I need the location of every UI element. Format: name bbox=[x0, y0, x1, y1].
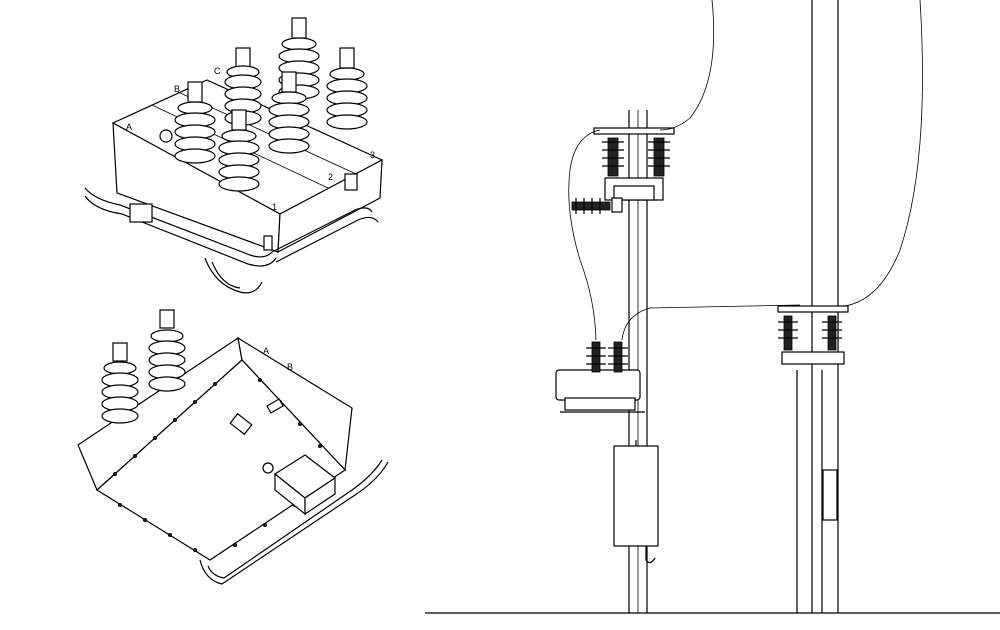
bushing-group-lower bbox=[101, 309, 186, 424]
phase-letter-b: B bbox=[174, 84, 180, 94]
phase-number-1: 1 bbox=[272, 202, 277, 212]
bushing-group bbox=[174, 17, 368, 192]
recloser-top-view: A B C 1 2 3 bbox=[84, 17, 384, 294]
panel-letter-b: B bbox=[287, 362, 293, 372]
control-cabinet bbox=[613, 440, 659, 564]
pole-mounting-elevation bbox=[425, 0, 1000, 614]
phase-number-2: 2 bbox=[328, 172, 333, 182]
phase-letter-a: A bbox=[126, 122, 132, 132]
upper-insulator-assembly bbox=[571, 127, 675, 214]
conductor-wires bbox=[568, 0, 923, 341]
phase-letter-c: C bbox=[214, 66, 221, 76]
phase-number-3: 3 bbox=[370, 150, 375, 160]
pole-recloser-unit bbox=[555, 341, 645, 413]
right-insulator-assembly bbox=[777, 305, 849, 365]
panel-letter-a: A bbox=[263, 346, 269, 356]
recloser-bottom-view: A B bbox=[77, 309, 389, 585]
